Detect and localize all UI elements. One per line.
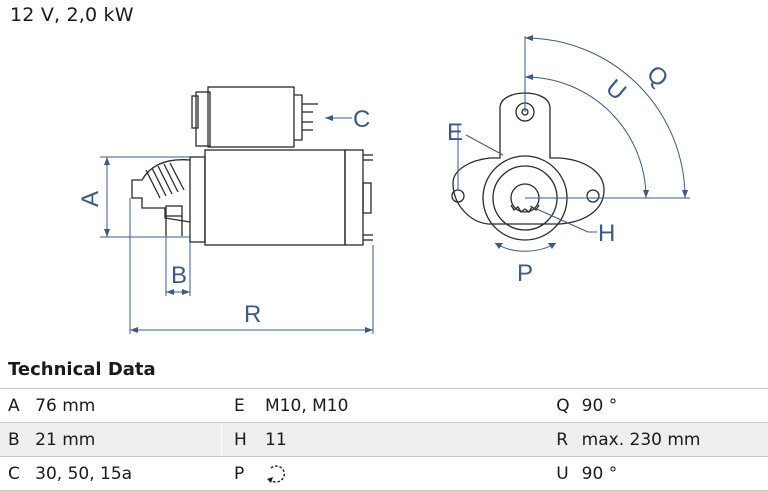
solenoid-bracket — [195, 91, 211, 147]
table-row: C 30, 50, 15a P U 90 ° — [0, 456, 768, 491]
right-mount-hole — [586, 189, 600, 203]
spec-value: 21 mm — [35, 422, 222, 457]
motor-body — [204, 149, 346, 246]
spec-value: 30, 50, 15a — [35, 456, 222, 491]
spec-value: 11 — [265, 422, 545, 457]
spec-key: C — [0, 456, 36, 491]
label-e: E — [447, 119, 463, 146]
label-c: C — [353, 106, 370, 133]
spec-key: P — [221, 456, 266, 491]
spec-key: H — [221, 422, 266, 457]
spec-key: Q — [544, 388, 582, 423]
label-a: A — [77, 191, 104, 207]
spec-value — [265, 456, 545, 491]
arc-u — [524, 76, 647, 199]
solenoid-body — [207, 86, 295, 148]
spec-value: 90 ° — [581, 388, 768, 423]
front-flange — [452, 92, 605, 225]
label-p: P — [517, 260, 533, 287]
spec-key: B — [0, 422, 36, 457]
rotation-arrow-icon — [267, 464, 285, 483]
pinion-housing — [131, 159, 191, 223]
technical-data-title: Technical Data — [8, 359, 156, 380]
mounting-flange — [189, 156, 206, 243]
spec-value: 76 mm — [35, 388, 222, 423]
end-cap — [344, 149, 364, 246]
spec-key: U — [544, 456, 582, 491]
spec-title: 12 V, 2,0 kW — [10, 4, 134, 26]
spec-key: E — [221, 388, 266, 423]
table-row: B 21 mm H 11 R max. 230 mm — [0, 422, 768, 457]
left-mount-hole — [451, 189, 465, 203]
spec-key: R — [544, 422, 582, 457]
label-h: H — [598, 220, 615, 247]
spec-key: A — [0, 388, 36, 423]
table-row: A 76 mm E M10, M10 Q 90 ° — [0, 388, 768, 423]
label-b: B — [171, 262, 187, 289]
arc-q — [524, 37, 686, 199]
label-r: R — [244, 301, 261, 328]
spec-value: 90 ° — [581, 456, 768, 491]
technical-data-table: A 76 mm E M10, M10 Q 90 ° B 21 mm H 11 R… — [0, 388, 768, 491]
label-u: U — [601, 74, 632, 106]
arc-p — [494, 242, 557, 252]
label-q: Q — [642, 60, 674, 93]
technical-drawing: A B C R E H P U Q — [77, 35, 690, 334]
spec-value: M10, M10 — [265, 388, 545, 423]
spec-value: max. 230 mm — [581, 422, 768, 457]
